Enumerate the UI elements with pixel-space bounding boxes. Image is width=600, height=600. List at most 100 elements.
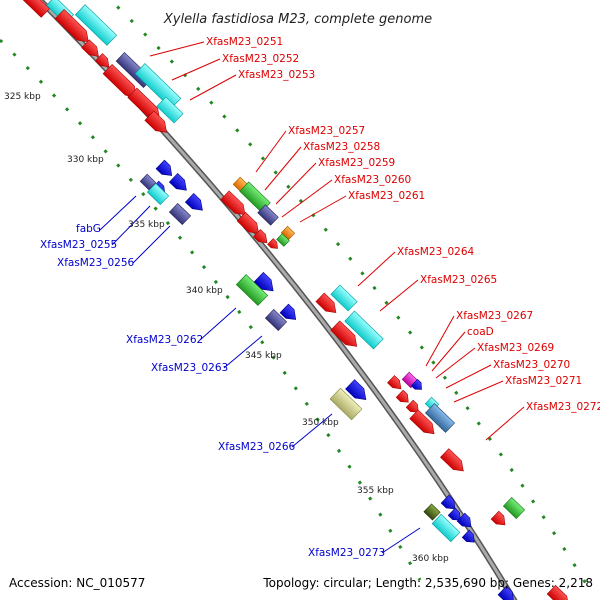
gene-arrow[interactable] (440, 448, 467, 476)
tick-label: 325 kbp (4, 92, 41, 102)
gene-arrow[interactable] (456, 512, 475, 531)
label-leader-line (453, 380, 504, 403)
gene-arrow[interactable] (405, 399, 422, 416)
gene-arrow[interactable] (502, 497, 526, 519)
gene-arrow[interactable] (387, 375, 404, 393)
gene-arrow[interactable] (497, 585, 518, 600)
topology-text: Topology: circular; Length: 2,535,690 bp… (262, 576, 593, 590)
gene-arrow[interactable] (22, 0, 50, 18)
gene-arrow[interactable] (139, 173, 157, 191)
tick-label: 330 kbp (67, 155, 104, 165)
label-leader-line (485, 406, 525, 441)
gene-label[interactable]: XfasM23_0270 (493, 359, 570, 371)
gene-arrow[interactable] (267, 238, 281, 252)
gene-label[interactable]: XfasM23_0261 (348, 190, 425, 202)
gene-arrow[interactable] (155, 159, 176, 180)
gene-label[interactable]: XfasM23_0256 (57, 257, 135, 269)
gene-label[interactable]: XfasM23_0260 (334, 174, 411, 186)
gene-arrow[interactable] (330, 320, 362, 351)
gene-label[interactable]: XfasM23_0251 (206, 36, 283, 48)
label-leader-line (357, 251, 396, 287)
gene-arrow[interactable] (461, 529, 478, 546)
gene-label[interactable]: XfasM23_0252 (222, 53, 299, 65)
gene-label[interactable]: XfasM23_0253 (238, 69, 315, 81)
gene-arrow[interactable] (144, 110, 171, 137)
gene-label[interactable]: XfasM23_0259 (318, 157, 395, 169)
gene-label[interactable]: XfasM23_0258 (303, 141, 380, 153)
gene-label[interactable]: XfasM23_0273 (308, 547, 385, 559)
gene-label[interactable]: XfasM23_0266 (218, 441, 296, 453)
label-leader-line (189, 74, 237, 101)
gene-arrow[interactable] (235, 274, 269, 306)
gene-label[interactable]: XfasM23_0271 (505, 375, 582, 387)
gene-label[interactable]: XfasM23_0263 (151, 362, 228, 374)
label-leader-line (431, 331, 466, 372)
gene-label[interactable]: XfasM23_0257 (288, 125, 365, 137)
gene-arrow[interactable] (95, 53, 112, 71)
gene-label[interactable]: XfasM23_0255 (40, 239, 117, 251)
gene-arrow[interactable] (253, 229, 270, 247)
gene-arrow[interactable] (424, 403, 456, 433)
gene-arrow[interactable] (184, 193, 206, 214)
gene-arrow[interactable] (146, 183, 170, 205)
gene-arrow[interactable] (447, 507, 464, 524)
label-leader-line (132, 225, 171, 264)
gene-label[interactable]: XfasM23_0265 (420, 274, 497, 286)
gene-arrow[interactable] (257, 204, 279, 226)
gene-arrow[interactable] (344, 310, 384, 350)
gene-arrow[interactable] (431, 513, 461, 543)
gene-arrow[interactable] (54, 9, 93, 46)
gene-arrow[interactable] (330, 284, 358, 312)
genome-backbone (35, 0, 518, 600)
label-leader-line (379, 279, 419, 312)
gene-arrow[interactable] (220, 190, 249, 219)
gene-arrow[interactable] (74, 4, 118, 46)
gene-arrow[interactable] (156, 96, 184, 124)
gene-arrow[interactable] (236, 211, 263, 237)
tick-label: 350 kbp (302, 418, 339, 428)
gene-arrow[interactable] (279, 303, 300, 324)
accession-text: Accession: NC_010577 (9, 576, 145, 590)
label-leader-line (171, 58, 221, 81)
gene-features (22, 0, 573, 600)
gene-arrow[interactable] (345, 379, 371, 405)
label-leader-line (99, 195, 137, 231)
gene-arrow[interactable] (168, 203, 192, 225)
gene-arrow[interactable] (81, 39, 103, 60)
gene-arrow[interactable] (264, 309, 288, 331)
gene-label[interactable]: fabG (76, 223, 101, 235)
label-leader-line (111, 205, 151, 246)
gene-arrow[interactable] (410, 378, 424, 392)
gene-label[interactable]: XfasM23_0272 (526, 401, 600, 413)
tick-label: 345 kbp (245, 351, 282, 361)
label-leader-line (381, 527, 421, 554)
tick-label: 355 kbp (357, 486, 394, 496)
tick-label: 335 kbp (128, 220, 165, 230)
gene-arrow[interactable] (253, 271, 277, 295)
label-leader-line (435, 347, 476, 379)
gene-arrow[interactable] (423, 503, 441, 521)
gene-label[interactable]: XfasM23_0264 (397, 246, 475, 258)
gene-label[interactable]: coaD (467, 326, 494, 338)
label-leader-lines (99, 41, 525, 554)
gene-arrow[interactable] (168, 173, 190, 194)
gene-arrow[interactable] (546, 584, 573, 600)
gene-arrow[interactable] (490, 510, 509, 529)
label-leader-line (425, 315, 455, 367)
label-leader-line (255, 130, 287, 173)
gene-arrow[interactable] (409, 409, 438, 438)
gene-label[interactable]: XfasM23_0269 (477, 342, 554, 354)
gene-label[interactable]: XfasM23_0267 (456, 310, 533, 322)
gene-arrow[interactable] (329, 387, 363, 421)
label-leader-line (281, 179, 333, 218)
label-leader-line (275, 162, 317, 205)
gene-label[interactable]: XfasM23_0262 (126, 334, 203, 346)
map-title: Xylella fastidiosa M23, complete genome (163, 12, 432, 27)
gene-arrow[interactable] (395, 389, 412, 406)
gene-arrow[interactable] (315, 292, 340, 317)
label-leader-line (291, 413, 333, 448)
gene-arrow[interactable] (276, 233, 290, 247)
label-leader-line (445, 364, 492, 389)
gene-arrow[interactable] (440, 494, 459, 513)
